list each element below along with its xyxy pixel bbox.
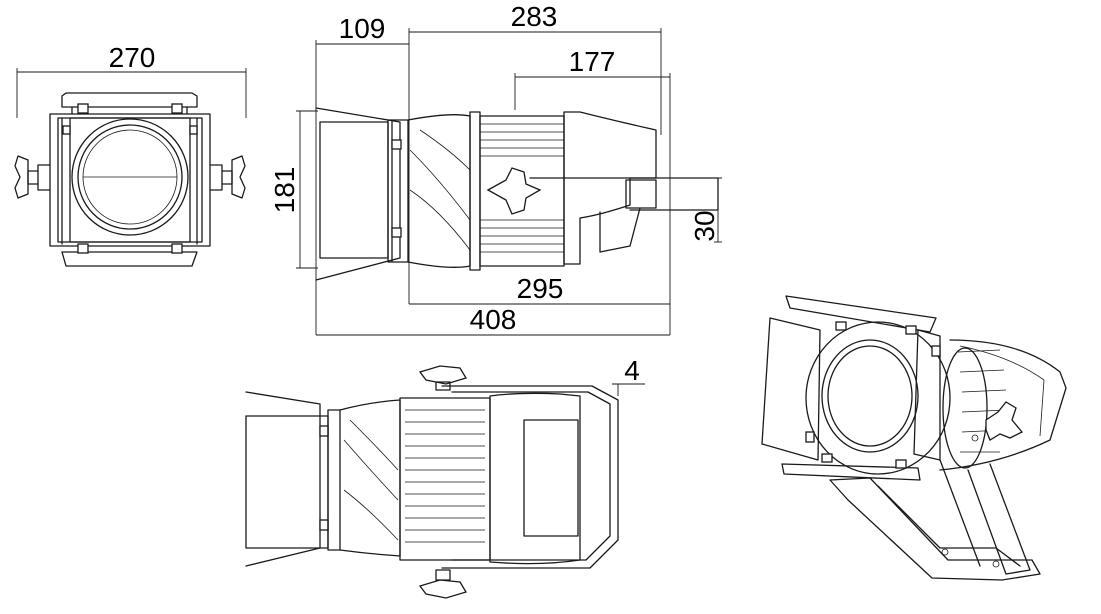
side-view: 109 283 177 181 30 295 408 <box>269 1 722 336</box>
dim-side-total: 408 <box>470 304 517 335</box>
dim-side-rear: 283 <box>511 1 558 32</box>
dim-side-front: 109 <box>339 13 386 44</box>
dim-top-offset: 4 <box>624 355 640 386</box>
front-view: 270 <box>14 42 247 267</box>
dim-side-height: 181 <box>269 167 300 214</box>
dim-side-body: 177 <box>569 46 616 77</box>
isometric-view <box>761 295 1067 581</box>
dim-side-bracket: 30 <box>689 210 720 241</box>
top-view: 4 <box>245 355 645 599</box>
dim-front-width: 270 <box>109 42 156 73</box>
dim-side-body-bracket: 295 <box>517 273 564 304</box>
